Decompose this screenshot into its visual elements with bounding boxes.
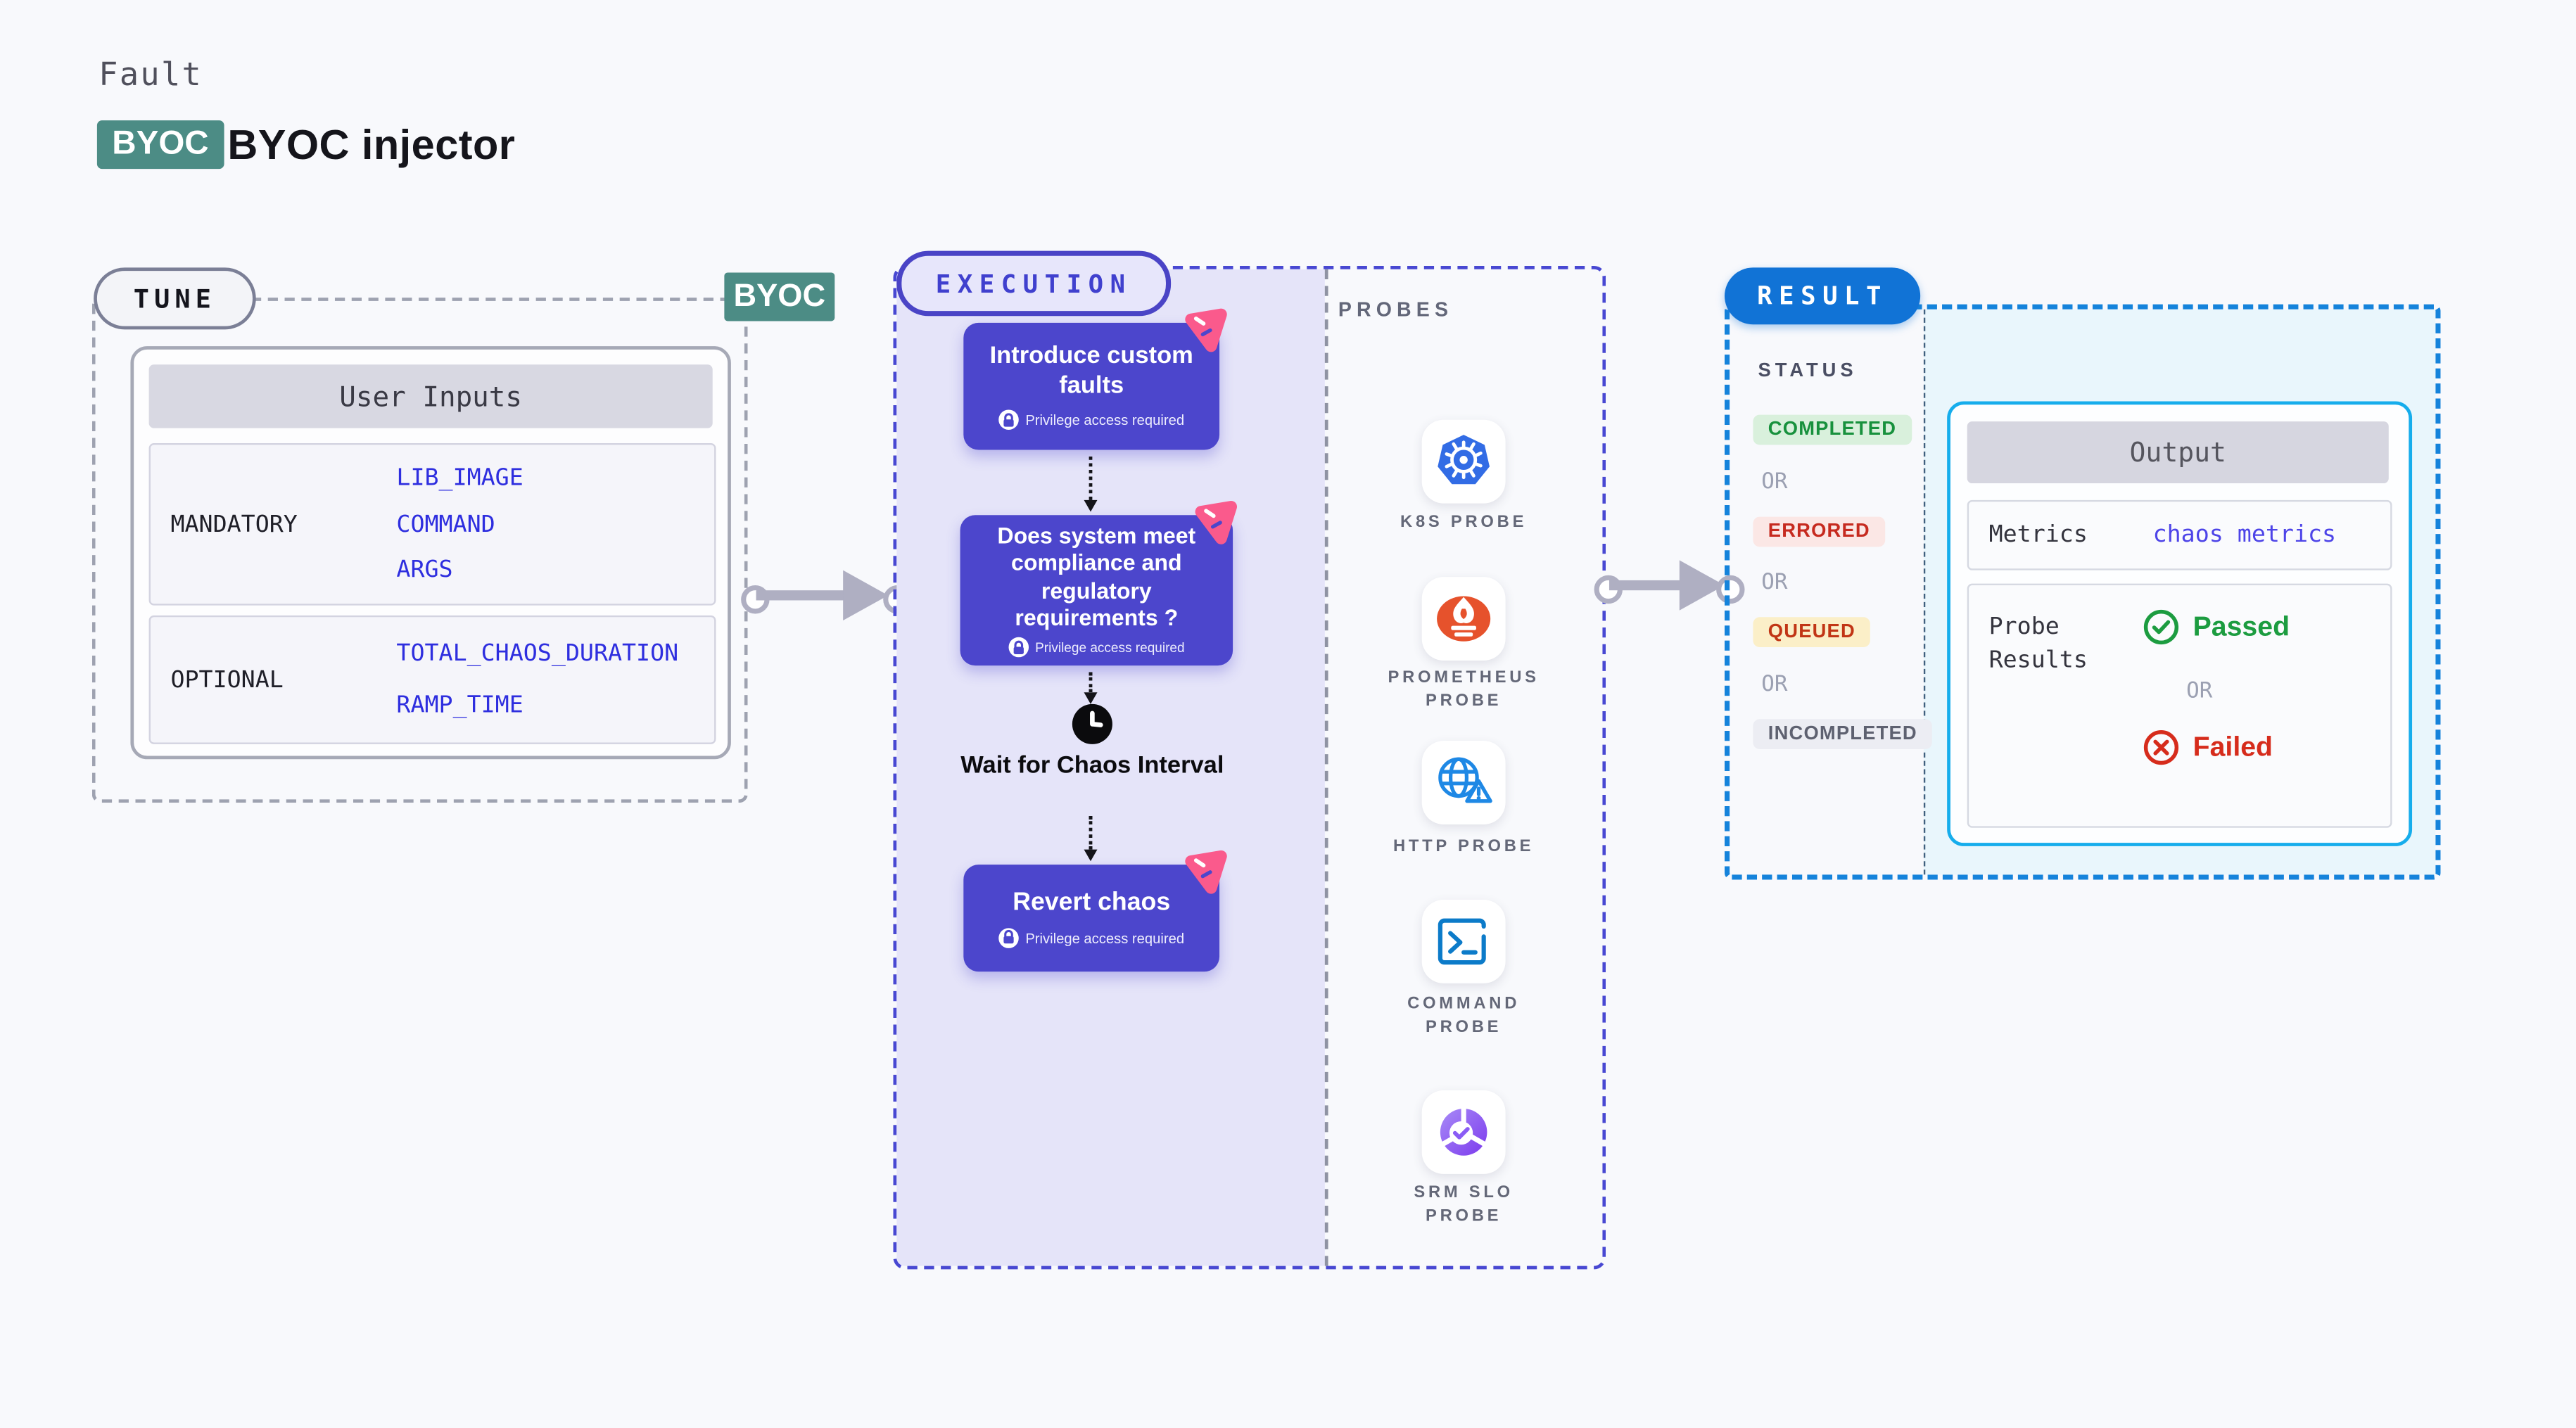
env-var: LIB_IMAGE [396, 464, 524, 492]
execution-pill: EXECUTION [896, 250, 1172, 317]
page-title: BYOC injector [227, 122, 516, 170]
status-badge-errored: ERRORED [1753, 516, 1886, 547]
privilege-note-text: Privilege access required [1035, 640, 1185, 656]
failed-label: Failed [2193, 732, 2273, 762]
tune-pill-label: TUNE [133, 283, 217, 314]
execution-pill-label: EXECUTION [935, 268, 1132, 299]
optional-label: OPTIONAL [170, 666, 284, 694]
probe-label: SRM SLO PROBE [1414, 1184, 1514, 1225]
optional-row: OPTIONAL TOTAL_CHAOS_DURATION RAMP_TIME [148, 615, 716, 744]
clock-icon [1072, 703, 1112, 744]
result-pill: RESULT [1724, 267, 1921, 325]
connector-line [756, 590, 845, 601]
mandatory-label: MANDATORY [170, 511, 298, 538]
failed-row: Failed [2143, 729, 2273, 766]
command-probe-card [1421, 899, 1506, 983]
env-var: COMMAND [396, 511, 495, 538]
probe-label: HTTP PROBE [1392, 838, 1535, 857]
passed-row: Passed [2143, 608, 2290, 645]
or-separator: OR [1761, 470, 1788, 495]
probes-heading: PROBES [1338, 298, 1454, 321]
http-probe-card [1421, 741, 1506, 825]
tune-region-box [91, 298, 748, 803]
metrics-row: Metrics chaos metrics [1967, 499, 2392, 570]
probe-label: PROMETHEUS PROBE [1388, 668, 1540, 710]
result-pill-label: RESULT [1757, 281, 1889, 312]
probe-label: K8S PROBE [1400, 513, 1528, 532]
step-title: Revert chaos [1013, 888, 1171, 917]
env-var: ARGS [396, 557, 453, 585]
flow-arrow-down [1084, 672, 1098, 704]
user-inputs-header: User Inputs [148, 364, 713, 428]
or-separator: OR [2186, 679, 2213, 704]
tune-pill: TUNE [94, 267, 256, 330]
slo-donut-icon [1440, 1107, 1487, 1156]
chaos-fault-badge-icon [1185, 308, 1227, 352]
flow-arrow-down [1084, 457, 1098, 512]
step-title: Introduce custom faults [989, 342, 1193, 399]
step-title: Does system meet compliance and regulato… [997, 523, 1196, 631]
byoc-header-badge: BYOC [96, 120, 224, 170]
status-badge-completed: COMPLETED [1753, 414, 1912, 445]
kubernetes-icon [1438, 435, 1490, 485]
privilege-note: Privilege access required [1008, 637, 1185, 658]
tune-byoc-tag: BYOC [724, 272, 835, 321]
probe-results-row: Probe Results Passed OR Failed [1967, 583, 2392, 828]
env-var: RAMP_TIME [396, 691, 524, 719]
terminal-icon [1438, 918, 1486, 965]
privilege-note: Privilege access required [998, 927, 1185, 948]
step-introduce-faults: Introduce custom faults Privilege access… [963, 322, 1220, 450]
privilege-note: Privilege access required [998, 409, 1185, 431]
mandatory-row: MANDATORY LIB_IMAGE COMMAND ARGS [148, 442, 716, 606]
probe-label: COMMAND PROBE [1407, 995, 1521, 1036]
chaos-fault-badge-icon [1185, 850, 1227, 894]
connector-line [1609, 580, 1683, 591]
privilege-note-text: Privilege access required [1025, 412, 1185, 429]
arrowhead-icon [843, 570, 889, 620]
step-compliance-check: Does system meet compliance and regulato… [960, 515, 1233, 666]
passed-label: Passed [2193, 611, 2290, 642]
lock-icon [998, 409, 1019, 431]
or-separator: OR [1761, 570, 1788, 596]
step-revert-chaos: Revert chaos Privilege access required [963, 865, 1220, 972]
connector-dot [1716, 575, 1745, 604]
metrics-label: Metrics [1988, 521, 2088, 549]
check-circle-icon [2143, 609, 2179, 645]
status-heading: STATUS [1758, 361, 1858, 382]
env-var: TOTAL_CHAOS_DURATION [396, 641, 679, 668]
result-divider [1923, 309, 1926, 875]
output-header: Output [1967, 421, 2389, 484]
flow-arrow-down [1084, 816, 1098, 862]
status-badge-incompleted: INCOMPLETED [1753, 719, 1933, 750]
status-badge-queued: QUEUED [1753, 617, 1871, 648]
probes-divider [1324, 269, 1328, 1266]
user-inputs-card: User Inputs MANDATORY LIB_IMAGE COMMAND … [130, 346, 731, 760]
srm-slo-probe-card [1421, 1090, 1506, 1174]
probe-results-label: Probe Results [1988, 613, 2088, 674]
chaos-fault-badge-icon [1195, 501, 1238, 544]
lock-icon [1008, 637, 1029, 658]
x-circle-icon [2143, 730, 2179, 765]
globe-warning-icon [1438, 757, 1492, 803]
wait-chaos-interval-label: Wait for Chaos Interval [960, 752, 1224, 779]
metrics-value: chaos metrics [2152, 521, 2337, 549]
prometheus-probe-card [1421, 577, 1506, 661]
or-separator: OR [1761, 672, 1788, 698]
prometheus-icon [1437, 596, 1491, 642]
privilege-note-text: Privilege access required [1025, 929, 1185, 946]
fault-eyebrow: Fault [99, 56, 203, 94]
lock-icon [998, 927, 1019, 948]
k8s-probe-card [1421, 419, 1506, 504]
output-card: Output Metrics chaos metrics Probe Resul… [1947, 401, 2413, 846]
